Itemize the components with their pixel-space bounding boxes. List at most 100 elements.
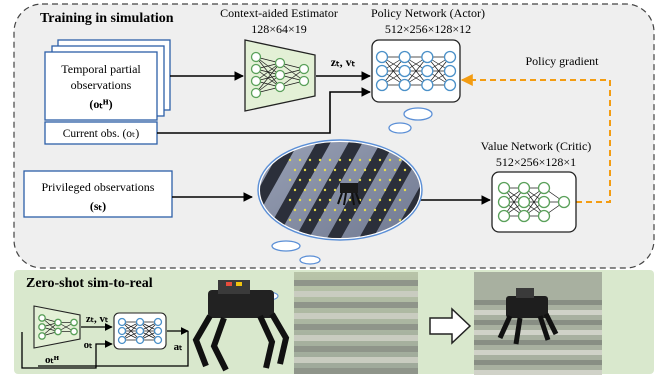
thought-cloud-sim	[257, 139, 423, 241]
stair-step	[294, 302, 418, 308]
height-sample-dot	[368, 218, 372, 222]
temporal-obs-line2: observations	[71, 78, 132, 92]
net-node	[443, 64, 457, 78]
height-sample-dot	[343, 168, 347, 172]
height-sample-dot	[328, 178, 332, 182]
height-sample-dot	[373, 208, 377, 212]
privileged-obs-line1: Privileged observations	[42, 180, 155, 194]
height-sample-dot	[403, 168, 407, 172]
policy-gradient-label: Policy gradient	[526, 54, 600, 68]
height-sample-dot	[358, 158, 362, 162]
net-node	[274, 69, 286, 81]
height-sample-dot	[398, 198, 402, 202]
net-node	[70, 318, 78, 327]
height-sample-dot	[328, 158, 332, 162]
stair-step	[474, 350, 602, 355]
height-sample-dot	[298, 158, 302, 162]
net-node	[135, 317, 145, 327]
height-sample-dot	[313, 188, 317, 192]
net-node	[54, 318, 62, 327]
stair-step	[474, 360, 602, 365]
height-sample-dot	[348, 218, 352, 222]
height-sample-dot	[298, 218, 302, 222]
height-sample-dot	[328, 218, 332, 222]
height-sample-dot	[358, 178, 362, 182]
height-sample-dot	[388, 198, 392, 202]
height-sample-dot	[368, 198, 372, 202]
height-sample-dot	[303, 168, 307, 172]
stair-step	[474, 370, 602, 375]
net-node	[250, 51, 262, 63]
height-sample-dot	[343, 208, 347, 212]
height-sample-dot	[383, 208, 387, 212]
net-node	[421, 64, 434, 78]
height-sample-dot	[288, 198, 292, 202]
net-node	[497, 209, 511, 223]
estimator-output-label: zₜ, vₜ	[331, 55, 356, 69]
height-sample-dot	[293, 188, 297, 192]
net-node	[375, 78, 389, 92]
net-node	[398, 78, 411, 92]
height-sample-dot	[388, 158, 392, 162]
net-node	[298, 75, 310, 87]
sim-stair-bar	[294, 142, 364, 238]
height-sample-dot	[288, 218, 292, 222]
net-node	[117, 317, 127, 327]
net-node	[250, 63, 262, 75]
height-sample-dot	[313, 168, 317, 172]
net-node	[153, 335, 163, 345]
net-node	[497, 195, 511, 209]
height-sample-dot	[288, 178, 292, 182]
height-sample-dot	[368, 158, 372, 162]
height-sample-dot	[348, 198, 352, 202]
height-sample-dot	[338, 178, 342, 182]
height-sample-dot	[353, 208, 357, 212]
connector-arrows	[157, 71, 491, 205]
net-node	[497, 181, 511, 195]
privileged-obs-box: Privileged observations (sₜ)	[23, 170, 173, 218]
height-sample-dot	[333, 208, 337, 212]
height-sample-dot	[388, 218, 392, 222]
height-sample-dot	[368, 178, 372, 182]
net-node	[274, 81, 286, 93]
height-sample-dot	[378, 198, 382, 202]
net-node	[135, 335, 145, 345]
height-sample-dot	[338, 158, 342, 162]
robot-on-stairs-photo	[474, 272, 602, 375]
net-node	[38, 332, 46, 340]
height-sample-dot	[393, 208, 397, 212]
net-node	[117, 335, 127, 345]
current-obs-label: Current obs. (oₜ)	[63, 128, 140, 140]
net-node	[274, 57, 286, 69]
height-sample-dot	[348, 178, 352, 182]
real-action: aₜ	[174, 341, 183, 353]
value-dims: 512×256×128×1	[496, 155, 576, 169]
real-title: Zero-shot sim-to-real	[26, 276, 153, 291]
net-edge	[121, 321, 141, 341]
height-sample-dot	[393, 188, 397, 192]
sim-stair-bar	[262, 142, 332, 238]
height-sample-dot	[403, 188, 407, 192]
height-sample-dot	[298, 198, 302, 202]
net-node	[421, 50, 434, 64]
stair-step	[294, 313, 418, 319]
height-sample-dot	[293, 168, 297, 172]
net-node	[298, 63, 310, 75]
height-sample-dot	[378, 158, 382, 162]
real-obs-history: oₜᴴ	[45, 354, 60, 366]
real-obs-current: oₜ	[84, 339, 93, 351]
height-sample-dot	[318, 178, 322, 182]
net-node	[443, 50, 457, 64]
stair-step	[294, 346, 418, 352]
net-node	[153, 317, 163, 327]
height-sample-dot	[388, 178, 392, 182]
privileged-obs-symbol: (sₜ)	[90, 199, 106, 213]
height-sample-dot	[323, 188, 327, 192]
temporal-observations-box: Temporal partial observations (oₜᴴ)	[44, 39, 171, 121]
current-obs-box: Current obs. (oₜ)	[44, 121, 158, 145]
height-sample-dot	[308, 178, 312, 182]
height-sample-dot	[313, 208, 317, 212]
height-sample-dot	[398, 158, 402, 162]
net-node	[537, 181, 551, 195]
